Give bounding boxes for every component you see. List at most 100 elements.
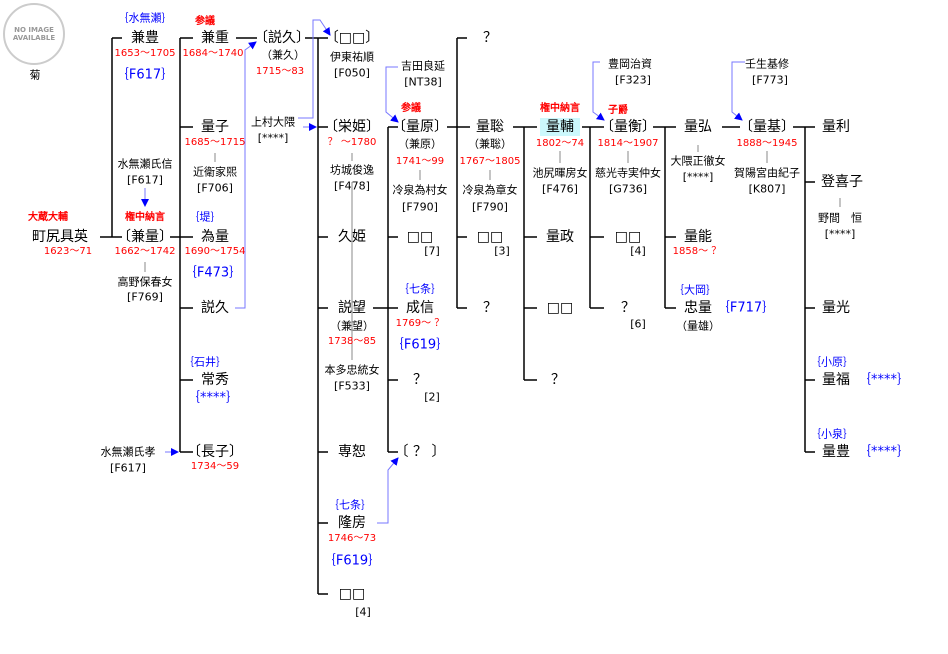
code: [F617] [110, 461, 146, 475]
person-name: 〔栄姫〕 [324, 119, 380, 135]
spouse: 野間 恒 [818, 211, 862, 225]
person-name: 〔 ？ 〕 [394, 444, 446, 460]
family-name: ｛水無瀬｝ [117, 11, 173, 25]
dates: 1741〜99 [395, 156, 445, 167]
spouse: 池尻暉房女 [532, 166, 588, 180]
person-name: ？ [413, 372, 427, 388]
code-link[interactable]: ｛F473｝ [183, 265, 243, 281]
dates: 1685〜1715 [184, 137, 246, 148]
code: [****] [824, 227, 856, 241]
dates: 1814〜1907 [597, 138, 659, 149]
code-link[interactable]: ｛F619｝ [322, 553, 382, 569]
spouse: 冷泉為村女 [392, 183, 448, 197]
person-name: 久姫 [338, 229, 366, 245]
person-name: 〔量基〕 [739, 119, 795, 135]
alt-name: （兼聡） [468, 137, 512, 151]
dates: 1662〜1742 [114, 246, 176, 257]
person-name: 説久 [201, 300, 229, 316]
person-name: ？ [483, 30, 497, 46]
note: [3] [494, 244, 510, 258]
family-name: ｛小原｝ [810, 355, 854, 369]
spouse: 近衛家煕 [193, 165, 237, 179]
spouse: 大隈正徹女 [670, 154, 726, 168]
title: 参議 [195, 16, 215, 27]
person-name: 成信 [406, 300, 434, 316]
placeholder-text: AVAILABLE [12, 34, 56, 42]
note: [4] [355, 605, 371, 619]
code-link[interactable]: ｛F617｝ [115, 67, 175, 83]
code: [F790] [402, 200, 438, 214]
adoptive-parent: 豊岡治資 [608, 57, 652, 71]
code-link[interactable]: ｛****｝ [857, 444, 911, 460]
person-name: 量利 [822, 119, 850, 135]
person-name: 〔説久〕 [254, 30, 310, 46]
alt-name: （兼久） [261, 48, 305, 62]
code: [F478] [334, 179, 370, 193]
person-name: 兼豊 [131, 30, 159, 46]
alt-name: （量雄） [676, 319, 720, 333]
dates: 1653〜1705 [114, 48, 176, 59]
person-name: 量子 [201, 119, 229, 135]
adoptive-parent: 水無瀬氏孝 [100, 445, 156, 459]
note: [4] [630, 244, 646, 258]
dates: 1888〜1945 [736, 138, 798, 149]
family-name: ｛石井｝ [183, 355, 227, 369]
code-link[interactable]: ｛F619｝ [390, 337, 450, 353]
person-name: 専恕 [338, 444, 366, 460]
spouse: 伊東祐順 [330, 50, 374, 64]
code: [F769] [127, 290, 163, 304]
dates: 1715〜83 [255, 66, 305, 77]
adoptive-parent: 水無瀬氏信 [117, 157, 173, 171]
placeholder-text: NO IMAGE [14, 25, 54, 34]
person-name: 量光 [822, 300, 850, 316]
note: [2] [424, 390, 440, 404]
code: [****] [257, 131, 289, 145]
code: [F617] [127, 173, 163, 187]
dates: 1738〜85 [327, 336, 377, 347]
code: [NT38] [404, 75, 442, 89]
code-link[interactable]: ｛****｝ [186, 390, 240, 406]
spouse: 坊城俊逸 [330, 163, 374, 177]
person-name: 登喜子 [821, 174, 863, 190]
alt-name: （兼原） [398, 137, 442, 151]
code: [F706] [197, 181, 233, 195]
crest-caption: 菊 [29, 68, 41, 82]
person-name: □□ [406, 229, 434, 245]
code-link[interactable]: ｛F717｝ [716, 300, 776, 316]
person-name: 〔量原〕 [392, 119, 448, 135]
alt-name: （兼望） [330, 319, 374, 333]
person-name: 〔長子〕 [187, 444, 243, 460]
dates: ？ 〜1780 [327, 137, 377, 148]
code: [F476] [542, 182, 578, 196]
title: 大蔵大輔 [28, 212, 68, 223]
adoptive-parent: 吉田良延 [401, 59, 445, 73]
dates: 1858〜 ？ [672, 246, 722, 257]
dates: 1769〜 ？ [395, 318, 445, 329]
person-name: 常秀 [201, 372, 229, 388]
adoptive-parent: 壬生基修 [745, 57, 789, 71]
person-name: 説望 [338, 300, 366, 316]
spouse: 本多忠統女 [324, 363, 380, 377]
dates: 1767〜1805 [459, 156, 521, 167]
person-name: ？ [551, 372, 565, 388]
note: [6] [630, 317, 646, 331]
spouse: 賀陽宮由紀子 [734, 166, 800, 180]
person-name: 為量 [201, 229, 229, 245]
spouse: 慈光寺実仲女 [595, 166, 661, 180]
person-name: 〔兼量〕 [117, 229, 173, 245]
code: [F323] [615, 73, 651, 87]
family-name: ｛小泉｝ [810, 427, 854, 441]
title: 参議 [401, 103, 421, 114]
family-name: ｛大岡｝ [673, 283, 717, 297]
lineage-lines [100, 37, 815, 595]
note: [7] [424, 244, 440, 258]
adoption-arrows [141, 19, 745, 524]
person-name: 量能 [684, 229, 712, 245]
person-name: 隆房 [338, 515, 366, 531]
code: [G736] [608, 182, 648, 196]
code-link[interactable]: ｛****｝ [857, 372, 911, 388]
code: [K807] [748, 182, 786, 196]
dates: 1734〜59 [190, 461, 240, 472]
person-name: 〔量衡〕 [600, 119, 656, 135]
